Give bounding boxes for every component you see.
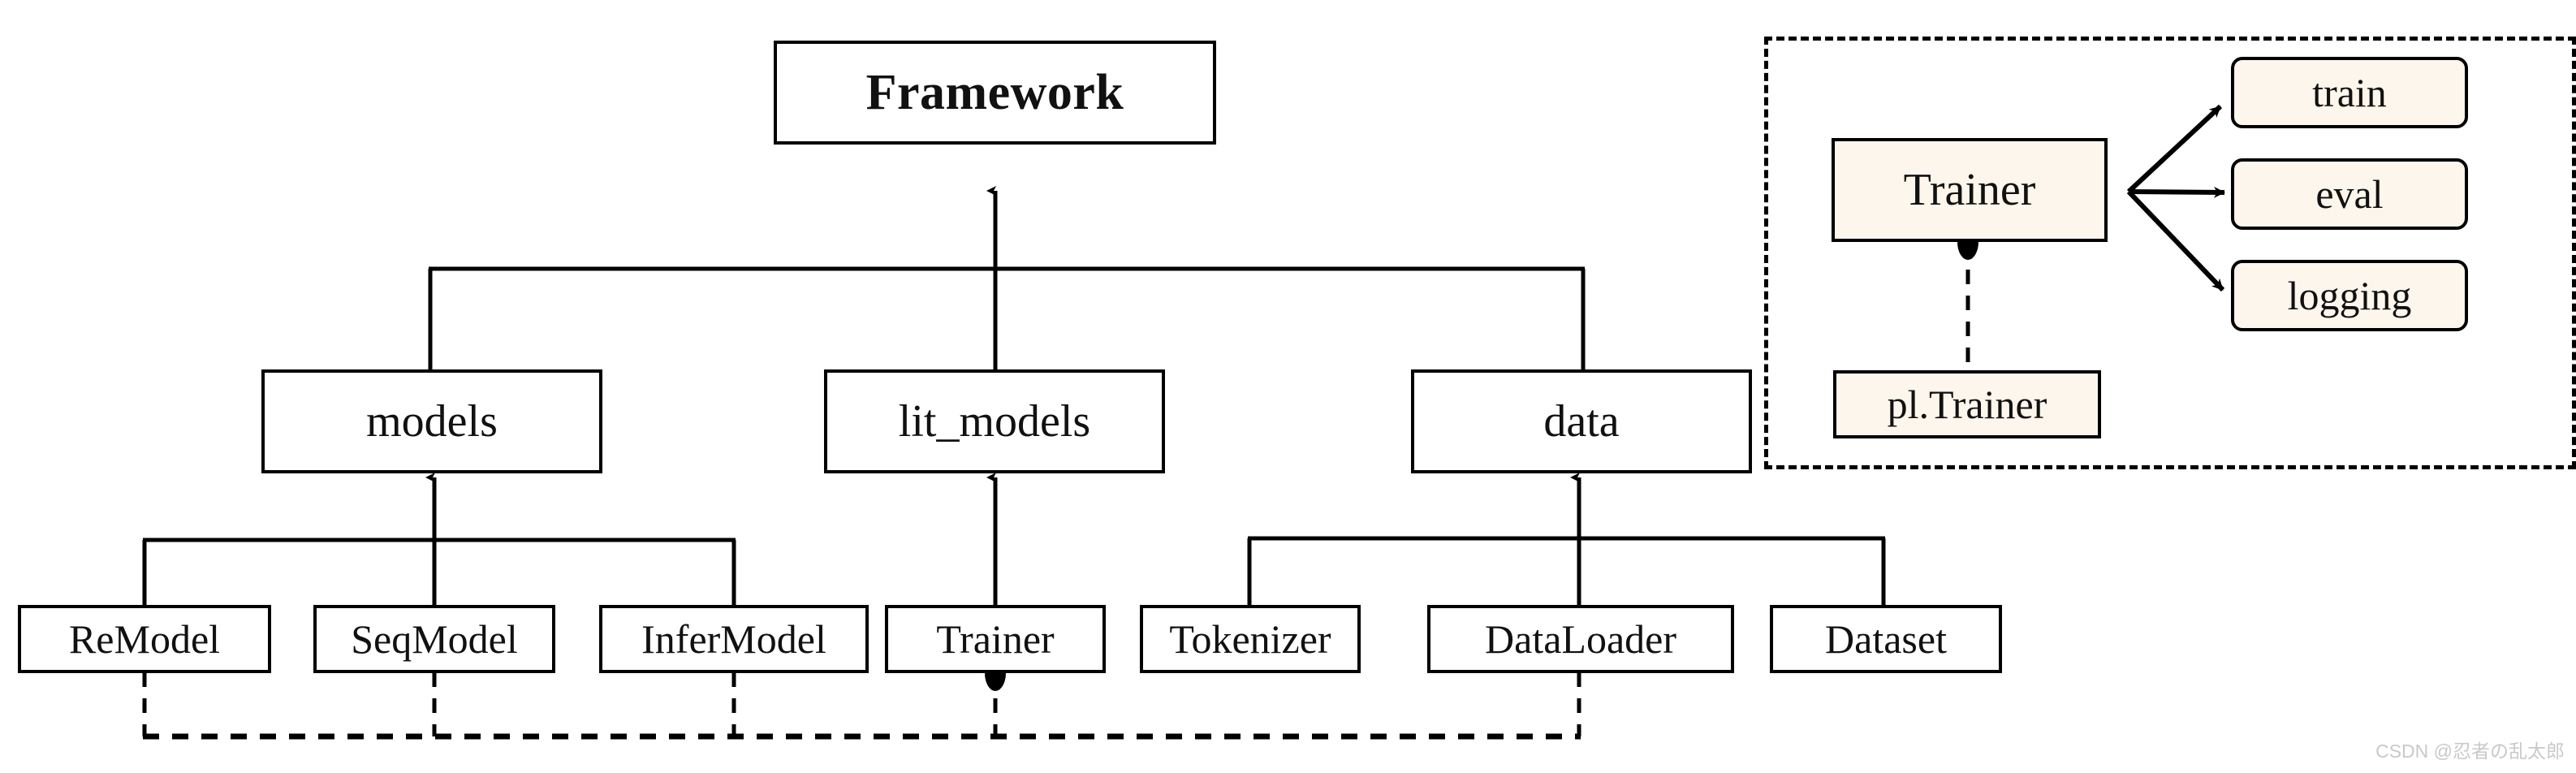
- edge-trainer-methods: [2126, 104, 2225, 292]
- node-method-train[interactable]: train: [2231, 57, 2468, 128]
- edge-data-children: [1247, 473, 1886, 605]
- watermark-text: CSDN @忍者の乱太郎: [2375, 741, 2565, 762]
- edge-packages-to-framework: [428, 186, 1586, 369]
- node-framework[interactable]: Framework: [774, 41, 1216, 145]
- node-remodel-label: ReModel: [68, 616, 221, 662]
- node-method-eval[interactable]: eval: [2231, 158, 2468, 230]
- node-seqmodel-label: SeqModel: [351, 616, 518, 662]
- node-infermodel[interactable]: InferModel: [599, 605, 869, 673]
- node-method-train-label: train: [2312, 70, 2387, 115]
- node-models-label: models: [366, 396, 498, 447]
- node-lit-models-label: lit_models: [898, 396, 1091, 447]
- node-method-logging[interactable]: logging: [2231, 260, 2468, 331]
- node-framework-label: Framework: [865, 65, 1124, 120]
- node-dataloader[interactable]: DataLoader: [1427, 605, 1734, 673]
- edge-models-children: [142, 473, 736, 605]
- node-detail-trainer[interactable]: Trainer: [1832, 138, 2108, 242]
- node-method-logging-label: logging: [2287, 273, 2412, 318]
- node-trainer[interactable]: Trainer: [885, 605, 1106, 673]
- node-dataset[interactable]: Dataset: [1770, 605, 2002, 673]
- node-seqmodel[interactable]: SeqModel: [313, 605, 555, 673]
- detail-panel-border: [1764, 37, 2576, 469]
- node-dataloader-label: DataLoader: [1485, 616, 1676, 662]
- node-tokenizer[interactable]: Tokenizer: [1140, 605, 1361, 673]
- node-tokenizer-label: Tokenizer: [1169, 616, 1331, 662]
- node-infermodel-label: InferModel: [641, 616, 826, 662]
- node-data-label: data: [1543, 396, 1620, 447]
- node-pl-trainer-label: pl.Trainer: [1887, 382, 2047, 427]
- node-remodel[interactable]: ReModel: [18, 605, 271, 673]
- node-trainer-label: Trainer: [936, 616, 1055, 662]
- node-lit-models[interactable]: lit_models: [824, 369, 1165, 473]
- node-dataset-label: Dataset: [1825, 616, 1947, 662]
- node-pl-trainer[interactable]: pl.Trainer: [1833, 370, 2101, 438]
- node-models[interactable]: models: [261, 369, 602, 473]
- node-data[interactable]: data: [1411, 369, 1752, 473]
- node-detail-trainer-label: Trainer: [1903, 165, 2036, 215]
- node-method-eval-label: eval: [2315, 171, 2384, 217]
